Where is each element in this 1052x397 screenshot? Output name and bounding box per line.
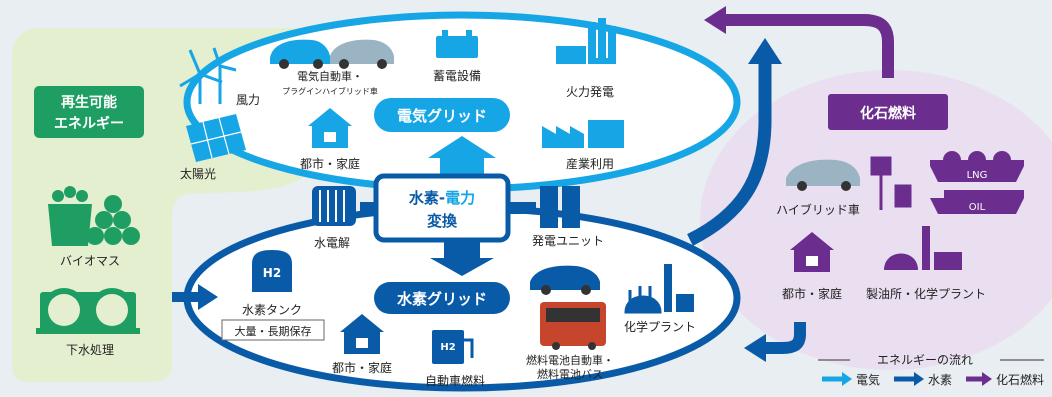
converter-up-arrow [428,136,496,174]
fcv-label-line2: 燃料電池バス [537,367,603,381]
biomass-bin-icon [48,186,92,246]
plugin-hybrid-car-icon [330,39,394,69]
fossil-flow-arrowhead [704,6,726,34]
wind-turbine-icon [179,47,237,104]
sewage-flow-shaft [172,292,202,302]
thermal-label: 火力発電 [566,85,614,99]
oil-tanker-icon [930,190,1024,214]
biomass-logs-icon [86,195,140,245]
hydrogen-tank-icon [252,250,292,292]
fossil-flow-arrow [722,14,894,78]
fossil-region [700,70,1052,370]
converter-title-line2: 変換 [427,212,458,230]
gas-pump-icon [870,156,912,210]
power-unit-connector [508,202,536,214]
converter-down-arrow [430,242,494,276]
tank-h2-symbol: H2 [263,266,281,280]
ev-label-line2: プラグインハイブリッド車 [282,86,378,96]
power-unit-icon [540,186,580,228]
electrolysis-label: 水電解 [314,236,350,250]
renewable-label-line1: 再生可能 [61,94,117,111]
fossil-title: 化石燃料 [860,105,916,122]
sewage-label: 下水処理 [66,343,114,357]
hydrogen-curve-arrowhead [748,38,782,64]
renewable-label-line2: エネルギー [54,115,124,132]
fossil-city-label: 都市・家庭 [782,286,842,301]
legend-fossil-label: 化石燃料 [996,372,1044,387]
electrolysis-connector [360,202,376,214]
fuel-cell-car-icon [530,265,600,295]
solar-panel-icon [186,114,246,162]
ev-label-line1: 電気自動車・ [297,69,363,83]
lng-label: LNG [967,170,988,181]
battery-storage-icon [436,30,478,58]
converter-title: 水素-電力 [409,189,475,207]
electric-city-label: 都市・家庭 [300,156,360,171]
factory-icon [542,120,624,148]
hydrogen-to-fossil-curve [687,62,772,246]
converter-box [373,173,511,243]
electrolysis-icon [312,186,356,226]
storage-label: 蓄電設備 [433,68,481,83]
power-unit-label: 発電ユニット [532,234,604,248]
legend-hydrogen-label: 水素 [928,373,952,387]
hydrogen-grid-title: 水素グリッド [397,290,487,308]
fuel-cell-bus-icon [540,302,606,350]
wind-label: 風力 [236,93,260,107]
tank-label: 水素タンク [242,303,302,317]
hydrogen-grid-title-box [374,282,510,314]
hydrogen-station-icon [432,330,474,364]
car-fuel-label: 自動車燃料 [425,373,485,388]
lng-ship-icon [930,151,1024,182]
legend-electric-label: 電気 [856,372,880,387]
renewable-label-box [34,86,144,138]
hybrid-label: ハイブリッド車 [776,202,860,217]
electric-car-icon [270,39,330,69]
thermal-plant-icon [556,18,616,64]
refinery-icon [884,226,962,270]
industry-label: 産業利用 [566,156,614,171]
station-h2-symbol: H2 [440,342,455,353]
fossil-return-arrow [762,322,806,354]
electric-grid-title-box [374,98,510,132]
oil-label: OIL [969,202,986,213]
fossil-title-box [828,94,948,130]
fossil-return-arrowhead [744,334,766,362]
hydrogen-city-label: 都市・家庭 [332,360,392,375]
legend: エネルギーの流れ 電気 水素 化石燃料 [818,353,1044,387]
refinery-label: 製油所・化学プラント [866,286,986,301]
electric-grid-title: 電気グリッド [397,107,487,125]
hybrid-car-icon [786,159,860,191]
tank-note: 大量・長期保存 [235,324,312,338]
solar-label: 太陽光 [180,166,216,181]
chem-plant-label: 化学プラント [624,319,696,334]
sewage-flow-arrowhead [198,284,218,310]
biomass-label: バイオマス [60,254,120,268]
fcv-label-line1: 燃料電池自動車・ [526,353,614,367]
legend-title: エネルギーの流れ [877,353,973,367]
chemical-plant-icon [624,286,662,314]
tank-note-box [221,319,325,341]
